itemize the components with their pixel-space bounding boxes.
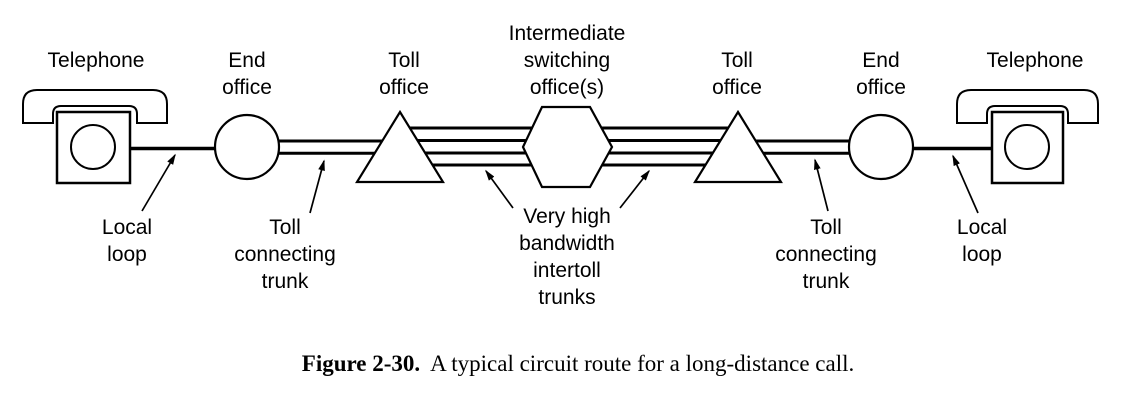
arrow-local-loop-right — [952, 154, 979, 214]
handset-icon — [22, 89, 168, 124]
figure-caption-number: Figure 2-30. — [301, 351, 421, 376]
end-office-right-label: End office — [856, 49, 906, 99]
arrow-toll-trunk-left — [309, 159, 325, 214]
telephone-right-label: Telephone — [986, 49, 1084, 72]
arrow-local-loop-left — [141, 153, 176, 212]
end-office-left-label: End office — [222, 49, 272, 99]
intermediate-switching-label: Intermediate switching office(s) — [508, 22, 626, 99]
toll-trunk-left-label: Toll connecting trunk — [234, 216, 336, 293]
toll-office-node-right — [693, 109, 783, 184]
arrow-intertoll-left — [485, 169, 514, 209]
telephone-icon — [956, 89, 1099, 185]
intermediate-switching-node — [521, 105, 614, 189]
toll-office-node-left — [355, 109, 445, 184]
intertoll-trunks-label: Very high bandwidth intertoll trunks — [519, 205, 615, 309]
phone-dial — [1004, 124, 1050, 170]
end-office-node-left — [213, 113, 281, 181]
arrow-toll-trunk-right — [814, 158, 829, 212]
end-office-node-right — [847, 113, 915, 181]
telephone-left-label: Telephone — [47, 49, 145, 72]
handset-icon — [956, 89, 1099, 124]
toll-trunk-right-label: Toll connecting trunk — [775, 216, 877, 293]
figure-caption-text: A typical circuit route for a long-dista… — [430, 351, 855, 376]
telephone-icon — [22, 89, 168, 185]
local-loop-left-label: Local loop — [101, 216, 153, 266]
arrow-intertoll-right — [619, 169, 650, 209]
local-loop-right-label: Local loop — [956, 216, 1008, 266]
figure-caption: Figure 2-30. A typical circuit route for … — [302, 351, 854, 377]
toll-office-left-label: Toll office — [379, 49, 429, 99]
phone-dial — [70, 124, 116, 170]
toll-office-right-label: Toll office — [712, 49, 762, 99]
